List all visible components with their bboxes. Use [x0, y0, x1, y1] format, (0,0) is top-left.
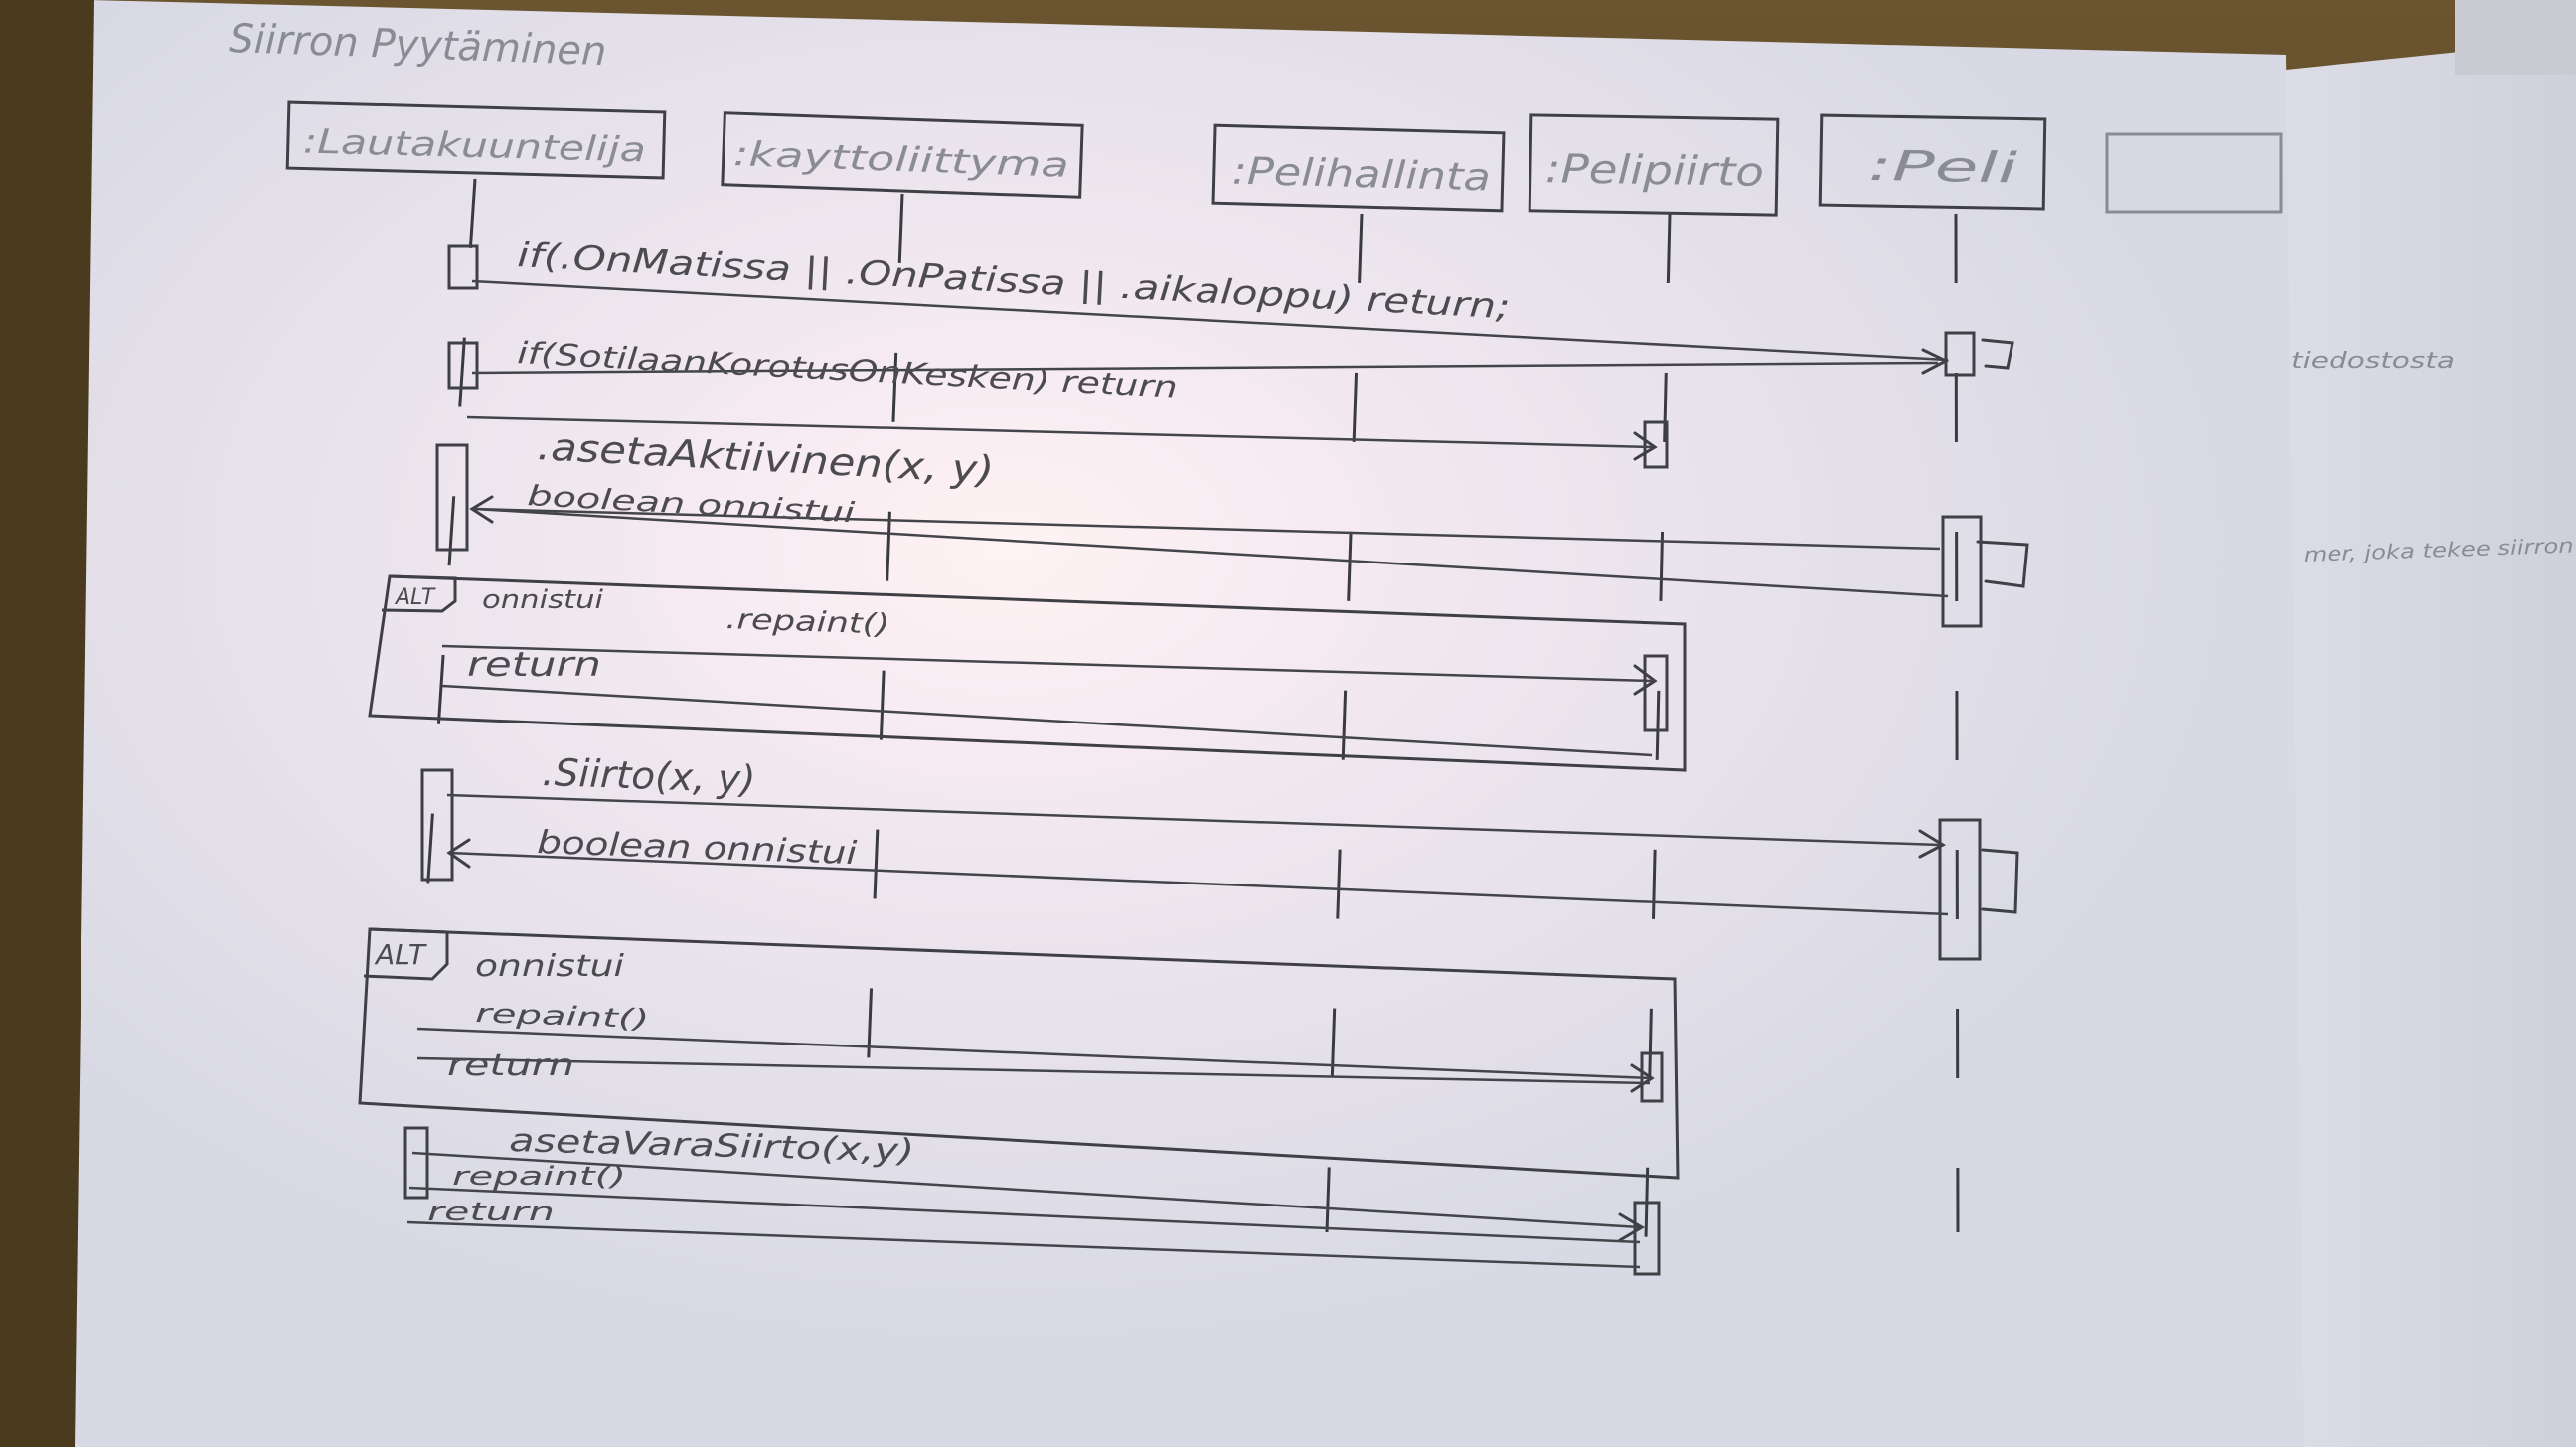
message-label: .repaint(): [725, 602, 890, 641]
participant-label: :Lautakuuntelija: [302, 121, 646, 170]
participant-pelihallinta: :Pelihallinta: [1211, 123, 1506, 213]
message-label: return: [467, 645, 601, 685]
lifeline-pelihallinta: [1325, 213, 1364, 1233]
message-5: .repaint(): [441, 602, 1658, 696]
message-label: repaint(): [475, 999, 650, 1035]
message-label: return: [447, 1048, 574, 1083]
message-6: return: [441, 645, 1653, 757]
alt-tag: ALT: [374, 938, 427, 971]
participant-peli: :Peli: [1818, 113, 2047, 211]
left-table-edge: [0, 0, 94, 1447]
main-paper-sheet: [70, 0, 2304, 1447]
alt-guard: onnistui: [482, 585, 604, 615]
participant-label: :Pelipiirto: [1545, 146, 1765, 196]
participant-pelipiirto: :Pelipiirto: [1528, 113, 1780, 217]
message-label: repaint(): [452, 1162, 626, 1192]
message-label: .Siirto(x, y): [542, 750, 756, 801]
lifeline-lautakuuntelija: [425, 178, 477, 895]
side-note-1: tiedostosta: [2291, 349, 2455, 374]
lifeline-peli: [1954, 213, 1960, 1233]
message-12: repaint(): [408, 1162, 1641, 1244]
lifeline-pelipiirto: [1643, 213, 1672, 1283]
alt-guard: onnistui: [475, 949, 625, 984]
participant-label: :Pelihallinta: [1231, 149, 1491, 200]
participant-label: :Peli: [1868, 141, 2018, 193]
corner-paper-scrap: [2455, 0, 2576, 75]
participant-unnamed: [2105, 132, 2283, 214]
message-9: repaint(): [416, 999, 1655, 1093]
activation-bars: [403, 244, 1983, 1276]
message-7: .Siirto(x, y): [446, 750, 1947, 859]
self-call-arrows: [1976, 338, 2029, 914]
alt-fragment-2: ALT onnistui: [358, 927, 1680, 1180]
lifelines: [425, 178, 1960, 1283]
message-label: return: [427, 1198, 555, 1227]
alt-tag: ALT: [394, 585, 436, 610]
message-13: return: [406, 1198, 1641, 1269]
participant-lautakuuntelija: :Lautakuuntelija: [285, 100, 667, 180]
second-paper-sheet: [2276, 40, 2576, 1447]
message-10: return: [416, 1048, 1651, 1085]
alt-fragment-1: ALT onnistui: [368, 574, 1687, 772]
